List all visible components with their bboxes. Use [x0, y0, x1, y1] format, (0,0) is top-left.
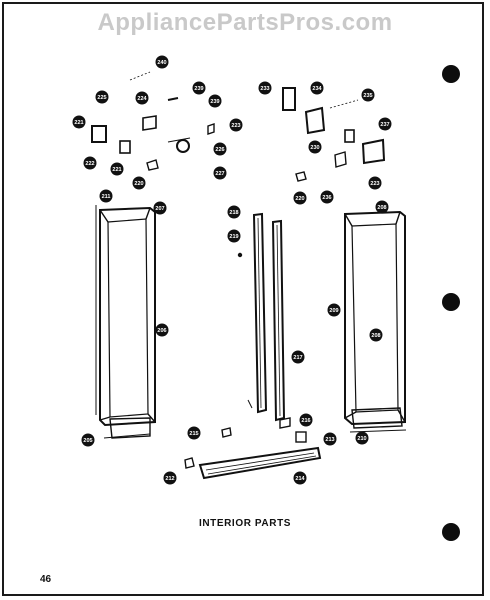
callout: 233	[258, 81, 272, 95]
svg-text:223: 223	[231, 123, 240, 129]
svg-text:233: 233	[260, 86, 269, 92]
svg-text:218: 218	[229, 210, 238, 216]
svg-text:224: 224	[137, 96, 147, 102]
binder-hole-top	[442, 65, 460, 83]
svg-text:226: 226	[215, 147, 224, 153]
callout: 224	[135, 91, 149, 105]
svg-text:239: 239	[210, 99, 219, 105]
callout: 236	[320, 190, 334, 204]
svg-text:219: 219	[229, 234, 238, 240]
callout: 226	[213, 142, 227, 156]
svg-text:213: 213	[325, 437, 334, 443]
svg-text:208: 208	[377, 205, 386, 211]
callout: 210	[355, 431, 369, 445]
callout: 208	[375, 200, 389, 214]
callout: 214	[293, 471, 307, 485]
svg-text:239: 239	[194, 86, 203, 92]
binder-hole-bottom	[442, 523, 460, 541]
callout: 220	[293, 191, 307, 205]
svg-text:208: 208	[371, 333, 380, 339]
callout-labels: 240 239 225 224 239 221 223 222 221 226 …	[72, 55, 392, 485]
svg-text:205: 205	[83, 438, 92, 444]
svg-text:216: 216	[301, 418, 310, 424]
svg-text:227: 227	[215, 171, 224, 177]
callout: 239	[208, 94, 222, 108]
svg-text:221: 221	[112, 167, 121, 173]
callout: 221	[72, 115, 86, 129]
svg-text:223: 223	[370, 181, 379, 187]
callout: 213	[323, 432, 337, 446]
callout: 225	[95, 90, 109, 104]
svg-text:210: 210	[357, 436, 366, 442]
svg-text:237: 237	[380, 122, 389, 128]
callout: 239	[192, 81, 206, 95]
svg-text:217: 217	[293, 355, 302, 361]
svg-text:207: 207	[155, 206, 164, 212]
page-number: 46	[40, 574, 52, 585]
callout: 222	[83, 156, 97, 170]
callout: 211	[99, 189, 113, 203]
svg-text:235: 235	[363, 93, 372, 99]
callout: 235	[361, 88, 375, 102]
callout: 218	[227, 205, 241, 219]
svg-text:230: 230	[310, 145, 319, 151]
toe-grille	[198, 446, 322, 480]
callout: 237	[378, 117, 392, 131]
center-mullion-strips	[247, 212, 286, 422]
callout: 216	[299, 413, 313, 427]
callout: 207	[153, 201, 167, 215]
svg-text:211: 211	[102, 194, 111, 200]
right-liner-frame	[344, 210, 407, 433]
top-left-small-parts	[91, 71, 215, 171]
callout: 230	[308, 140, 322, 154]
svg-text:225: 225	[97, 95, 106, 101]
svg-text:234: 234	[312, 86, 322, 92]
page-border	[2, 2, 484, 596]
diagram-caption: INTERIOR PARTS	[198, 518, 292, 529]
svg-text:221: 221	[74, 120, 83, 126]
callout: 208	[369, 328, 383, 342]
svg-text:214: 214	[295, 476, 305, 482]
svg-text:215: 215	[189, 431, 198, 437]
top-right-small-parts	[282, 87, 386, 182]
callout: 227	[213, 166, 227, 180]
callout: 209	[327, 303, 341, 317]
callout: 240	[155, 55, 169, 69]
svg-text:236: 236	[322, 195, 331, 201]
callout: 206	[155, 323, 169, 337]
callout: 212	[163, 471, 177, 485]
callout: 219	[227, 229, 241, 243]
callout: 220	[132, 176, 146, 190]
left-liner-frame	[95, 205, 156, 439]
lower-small-parts	[184, 252, 307, 469]
callout: 215	[187, 426, 201, 440]
callout: 205	[81, 433, 95, 447]
callout: 217	[291, 350, 305, 364]
callout: 234	[310, 81, 324, 95]
svg-text:220: 220	[295, 196, 304, 202]
watermark: AppliancePartsPros.com	[97, 9, 393, 36]
svg-text:206: 206	[157, 328, 166, 334]
svg-text:209: 209	[329, 308, 338, 314]
callout: 221	[110, 162, 124, 176]
svg-text:240: 240	[157, 60, 166, 66]
svg-text:222: 222	[85, 161, 94, 167]
svg-text:220: 220	[134, 181, 143, 187]
binder-hole-middle	[442, 293, 460, 311]
svg-text:212: 212	[165, 476, 174, 482]
callout: 223	[229, 118, 243, 132]
callout: 223	[368, 176, 382, 190]
